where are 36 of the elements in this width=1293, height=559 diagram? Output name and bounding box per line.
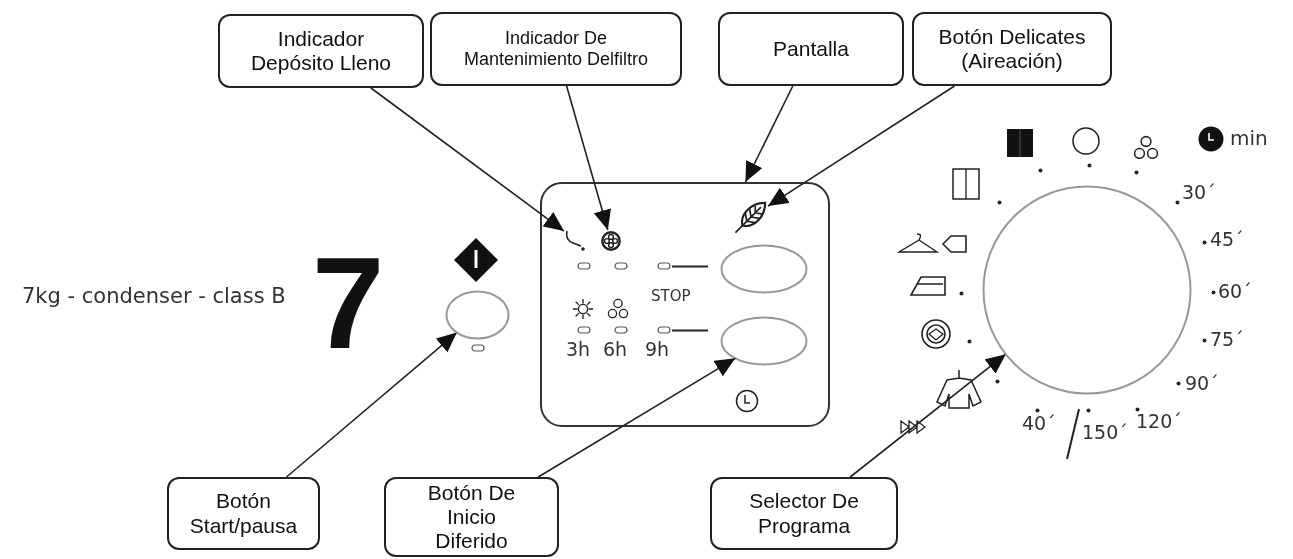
duration-label: 150´ [1082, 423, 1128, 442]
callout-label: Selector De Programa [710, 477, 898, 550]
callout-label: Botón De Inicio Diferido [384, 477, 559, 558]
callout-label: Botón Delicates (Aireación) [912, 12, 1112, 86]
callout-label: Indicador Depósito Lleno [218, 14, 424, 88]
duration-label: 90´ [1185, 374, 1219, 393]
duration-label: 75´ [1210, 330, 1244, 349]
time-label: 9h [645, 340, 670, 359]
arrow [744, 85, 794, 183]
arrow [565, 85, 611, 231]
display-panel [540, 182, 830, 427]
unit-label: min [1230, 128, 1268, 148]
hose-icon [564, 228, 588, 252]
filter-icon [600, 230, 622, 252]
start-button-outline [445, 290, 510, 340]
stop-label: STOP [651, 289, 691, 304]
duration-label: 40´ [1022, 414, 1056, 433]
callout-label: Indicador De Mantenimiento Delfiltro [430, 12, 682, 86]
duration-label: 120´ [1136, 412, 1182, 431]
callout-label: Botón Start/pausa [167, 477, 320, 550]
arrow [537, 357, 737, 478]
button-outline [720, 244, 808, 294]
capacity-numeral: 7 [312, 238, 385, 368]
duration-label: 30´ [1182, 183, 1216, 202]
model-description: 7kg - condenser - class B [22, 286, 286, 307]
time-label: 6h [603, 340, 628, 359]
arrow [767, 85, 956, 207]
time-label: 3h [566, 340, 591, 359]
duration-label: 60´ [1218, 282, 1252, 301]
button-outline [720, 316, 808, 366]
duration-label: 45´ [1210, 230, 1244, 249]
callout-label: Pantalla [718, 12, 904, 86]
arrow [370, 87, 565, 232]
arrow [285, 331, 458, 478]
arrow [849, 353, 1007, 478]
feather-icon [734, 200, 768, 234]
